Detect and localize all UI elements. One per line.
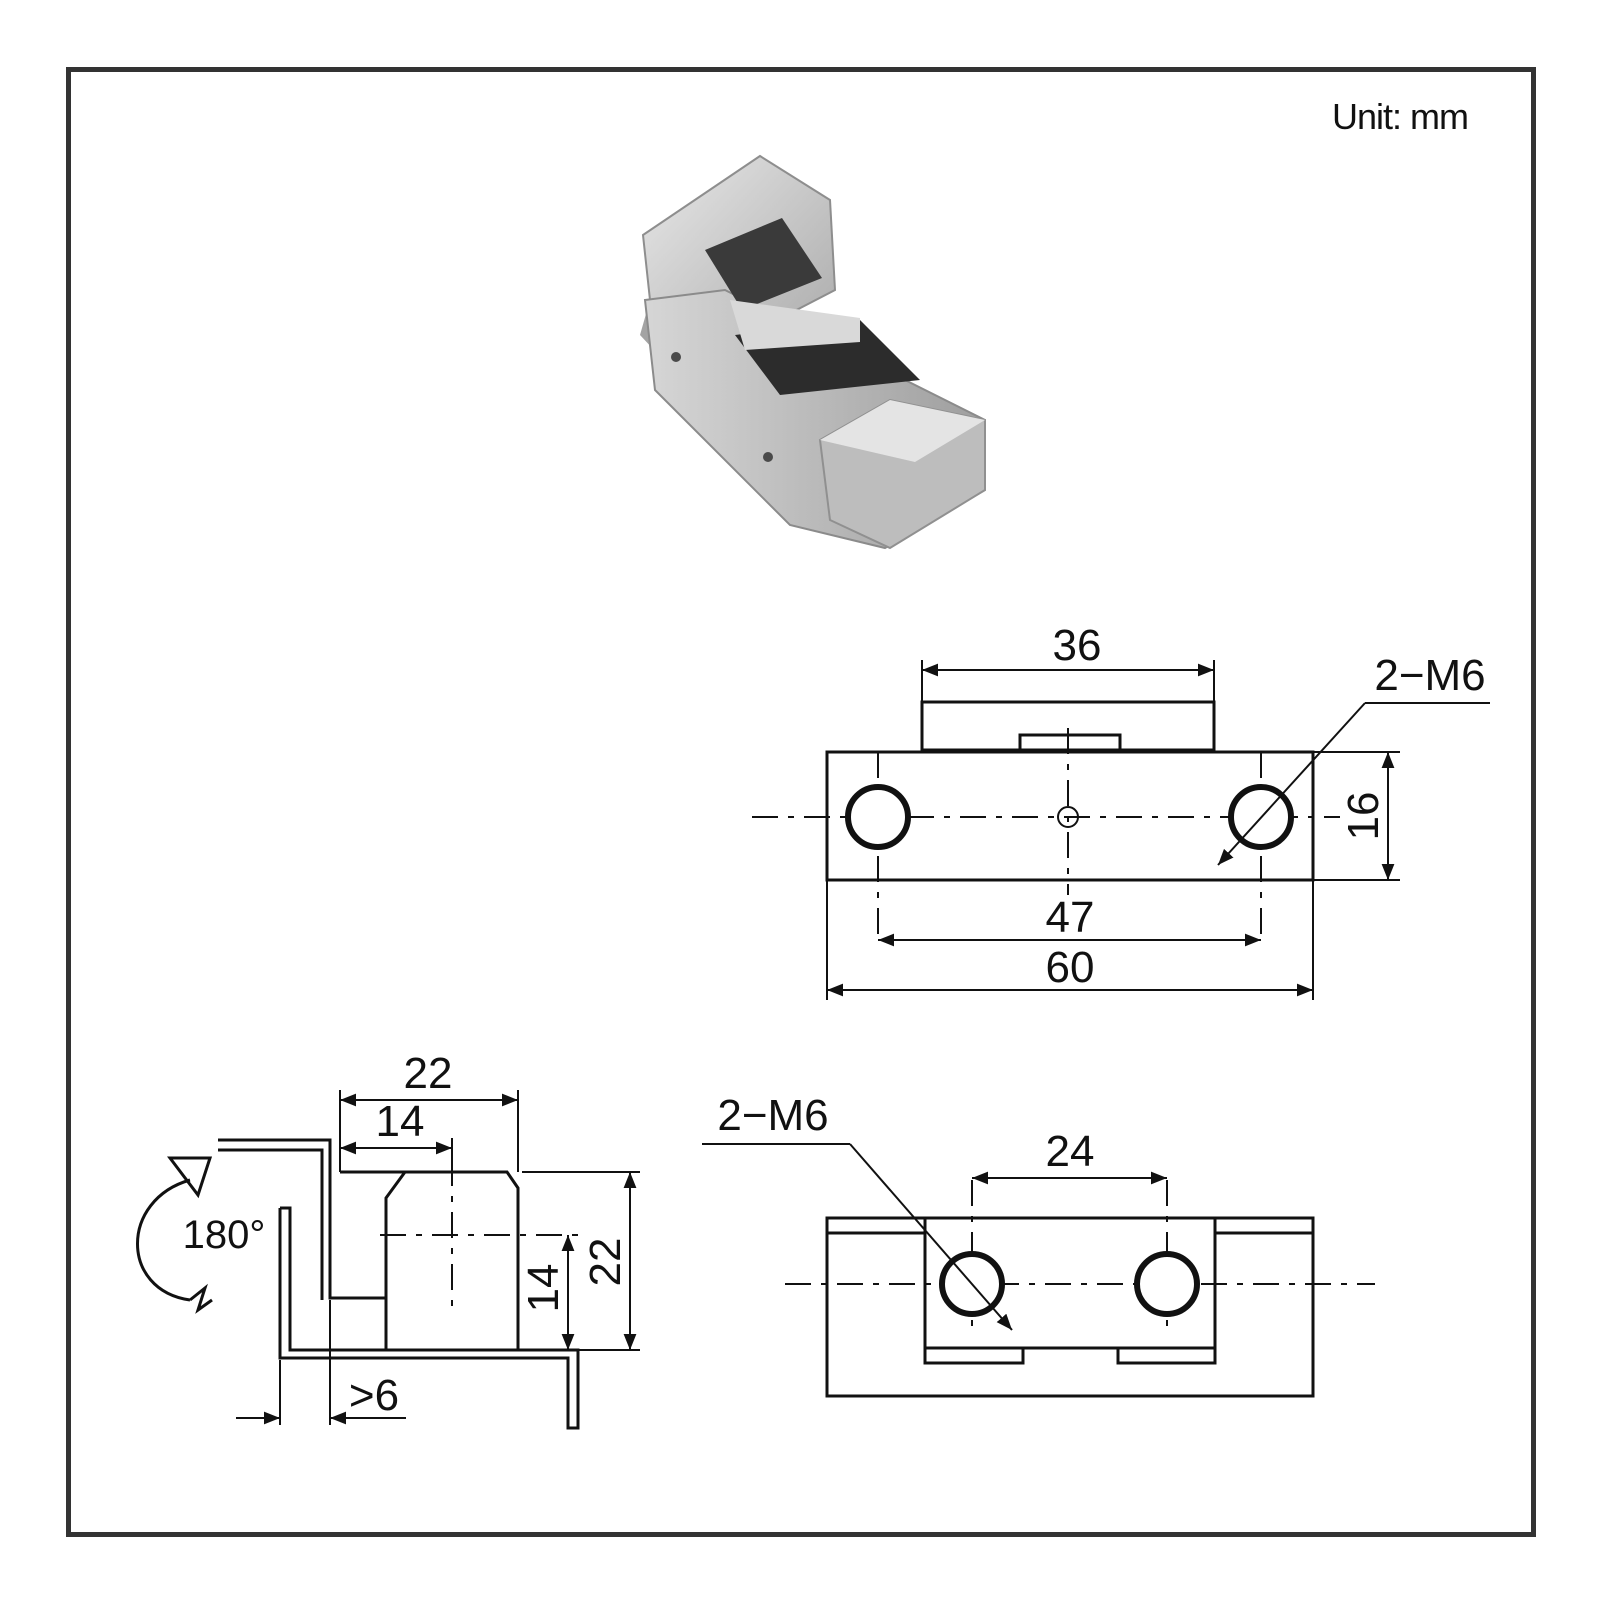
dim-gap: >6 [349, 1371, 399, 1420]
bottom-view-body [825, 1216, 1315, 1398]
unit-label: Unit: mm [1332, 96, 1469, 137]
dim-60: 60 [1046, 943, 1095, 992]
mounting-hole-left [845, 784, 911, 850]
dim-14-width: 14 [376, 1097, 425, 1146]
bottom-view: 24 2−M6 [702, 1091, 1375, 1398]
side-view-knuckle [340, 1170, 520, 1352]
side-view: 180° 22 14 14 22 >6 [136, 1049, 640, 1430]
dim-22-width: 22 [404, 1049, 453, 1098]
dim-16: 16 [1339, 792, 1388, 841]
pin-hole [1057, 806, 1079, 828]
thread-callout-top: 2−M6 [1374, 651, 1485, 700]
dim-22-height: 22 [581, 1238, 630, 1287]
bottom-hole-right [1134, 1251, 1200, 1317]
dim-47: 47 [1046, 893, 1095, 942]
top-view: 36 16 47 60 2−M6 [752, 621, 1490, 1000]
dim-36: 36 [1053, 621, 1102, 670]
hinge-product-image [640, 154, 986, 550]
dim-14-height: 14 [519, 1264, 568, 1313]
rotation-label: 180° [183, 1213, 266, 1257]
thread-callout-bottom: 2−M6 [717, 1091, 828, 1140]
drawing-frame [66, 67, 1536, 1537]
dim-24: 24 [1046, 1127, 1095, 1176]
rotation-arrow [136, 1178, 191, 1302]
